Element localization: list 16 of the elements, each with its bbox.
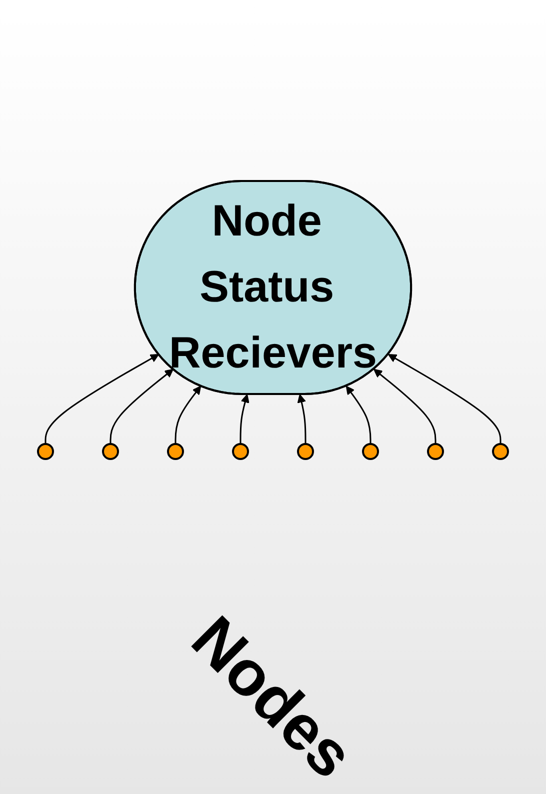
arrow xyxy=(110,368,174,444)
node-circle xyxy=(492,443,509,460)
arrow xyxy=(346,386,372,444)
node-circle xyxy=(37,443,54,460)
node-circle xyxy=(102,443,119,460)
arrow xyxy=(374,368,436,444)
node-circle xyxy=(232,443,249,460)
node-circle xyxy=(167,443,184,460)
arrow xyxy=(174,386,202,444)
node-circle xyxy=(297,443,314,460)
node-circle xyxy=(427,443,444,460)
arrow xyxy=(388,354,502,444)
arrow xyxy=(297,394,306,444)
node-circle xyxy=(362,443,379,460)
arrow xyxy=(240,394,250,444)
arrow xyxy=(44,354,160,444)
